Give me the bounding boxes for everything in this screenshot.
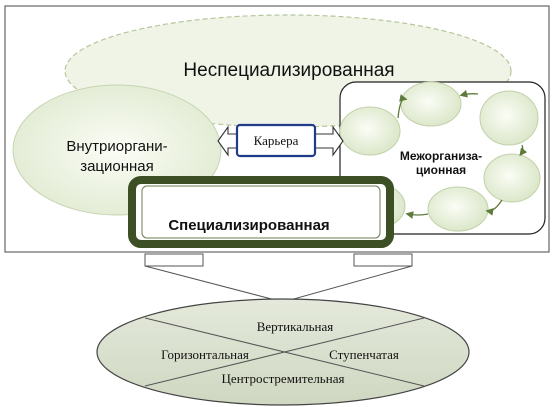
intraorganizational-label-line1: Внутриоргани- [66, 138, 167, 155]
intraorganizational-label-line2: зационная [80, 158, 154, 175]
interorganizational-label-line1: Межорганиза- [400, 149, 482, 163]
cycle-arrows [397, 89, 528, 219]
career-label: Карьера [254, 133, 299, 148]
cycle-node-1 [339, 106, 401, 156]
interorganizational-label-line2: ционная [416, 163, 466, 177]
cycle-arrow [459, 89, 479, 98]
career-double-arrow [217, 123, 344, 158]
specialized-frame-inner [141, 185, 381, 239]
cycle-arrow [519, 144, 528, 157]
connector-right-tab [353, 253, 413, 267]
type-stepped-label: Ступенчатая [329, 347, 399, 362]
connector-funnel [144, 265, 413, 303]
connector [144, 253, 413, 303]
ellipse-diagonal-2 [144, 317, 425, 387]
specialized-label: Специализированная [168, 217, 329, 234]
cycle-node-4 [483, 153, 541, 203]
cycle-arrow [485, 199, 503, 216]
type-horizontal-label: Горизонтальная [161, 347, 249, 362]
career-box [235, 123, 317, 158]
specialized-frame [128, 176, 394, 248]
cycle-arrow [397, 94, 408, 119]
connector-left-tab [144, 253, 204, 267]
cycle-node-2 [400, 81, 462, 127]
type-vertical-label: Вертикальная [257, 319, 334, 334]
cycle-node-5 [427, 186, 489, 232]
type-centripetal-label: Центростремительная [222, 371, 345, 386]
cycle-node-3 [479, 90, 539, 146]
cycle-arrow [405, 211, 429, 219]
nonspecialized-label: Неспециализированная [183, 60, 394, 81]
